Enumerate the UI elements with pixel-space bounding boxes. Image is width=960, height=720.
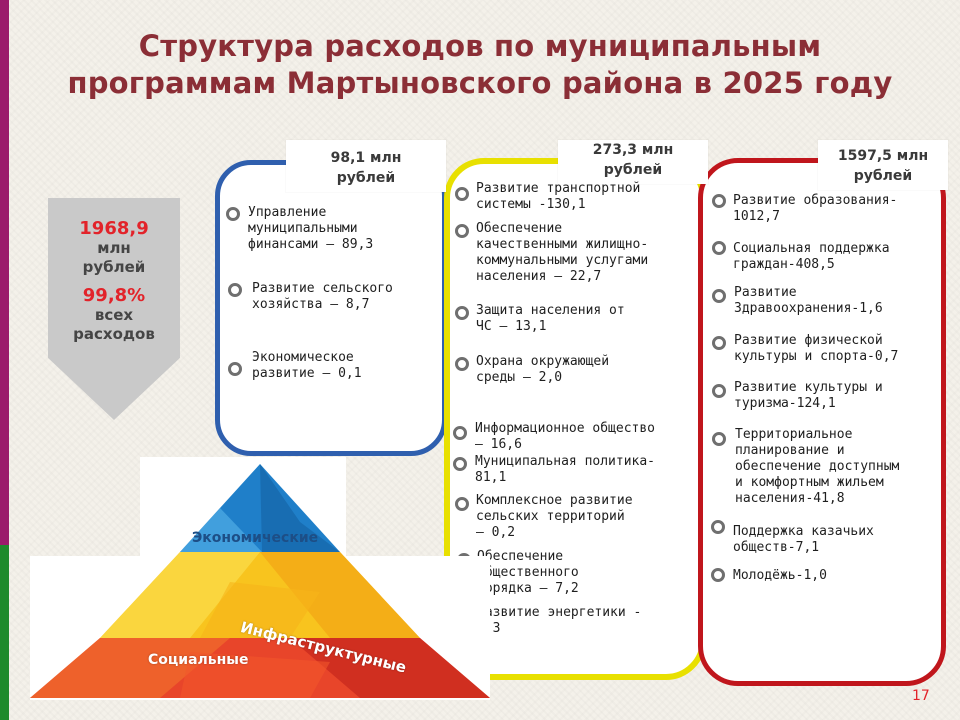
economic-amount-line1: 98,1 млн <box>330 150 402 166</box>
page-number: 17 <box>912 688 930 704</box>
infrastructure-item: Развитие энергетики - 0,3 <box>477 605 642 636</box>
total-percent-line1: всех <box>94 306 134 324</box>
social-item: Развитие физической культуры и спорта-0,… <box>734 333 899 364</box>
bullet-icon <box>453 457 467 471</box>
social-item: Территориальное планирование и обеспечен… <box>735 427 900 506</box>
slide-title-line1: Структура расходов по муниципальным <box>138 29 822 63</box>
total-percent: 99,8% <box>82 285 146 306</box>
bullet-icon <box>712 384 726 398</box>
social-item: Поддержка казачьих обществ-7,1 <box>733 524 874 555</box>
social-amount-box: 1597,5 млн рублей <box>818 140 948 190</box>
infrastructure-item: Комплексное развитие сельских территорий… <box>476 493 633 540</box>
total-summary: 1968,9 млн рублей 99,8% всех расходов <box>48 218 180 344</box>
infrastructure-amount-line2: рублей <box>603 162 663 178</box>
infrastructure-amount-box: 273,3 млн рублей <box>558 140 708 184</box>
pyramid-label-social: Социальные <box>148 652 249 668</box>
bullet-icon <box>712 336 726 350</box>
bullet-icon <box>455 357 469 371</box>
infrastructure-item: Обеспечение общественного порядка – 7,2 <box>477 549 579 596</box>
bullet-icon <box>712 289 726 303</box>
social-item: Развитие Здравоохранения-1,6 <box>734 285 883 316</box>
side-accent-bar-top <box>0 0 9 545</box>
total-percent-line2: расходов <box>73 325 155 343</box>
side-accent-bar-bottom <box>0 545 9 720</box>
social-amount-line1: 1597,5 млн <box>837 148 929 164</box>
economic-amount-line2: рублей <box>336 170 396 186</box>
social-item: Молодёжь-1,0 <box>733 568 827 583</box>
bullet-icon <box>453 426 467 440</box>
economic-item: Экономическое развитие – 0,1 <box>252 350 362 381</box>
infrastructure-item: Муниципальная политика- 81,1 <box>475 454 656 485</box>
bullet-icon <box>712 241 726 255</box>
social-item: Развитие культуры и туризма-124,1 <box>734 380 883 411</box>
economic-amount-box: 98,1 млн рублей <box>286 140 446 192</box>
social-programs-frame <box>698 158 946 686</box>
total-unit-line1: млн <box>97 239 131 257</box>
total-unit-line2: рублей <box>82 258 146 276</box>
bullet-icon <box>455 187 469 201</box>
economic-item: Развитие сельского хозяйства – 8,7 <box>252 281 393 312</box>
slide-title: Структура расходов по муниципальным прог… <box>40 28 920 102</box>
infrastructure-item: Информационное общество – 16,6 <box>475 421 656 452</box>
social-item: Развитие образования- 1012,7 <box>733 193 898 224</box>
bullet-icon <box>455 497 469 511</box>
bullet-icon <box>711 520 725 534</box>
economic-programs-frame <box>215 160 447 456</box>
infrastructure-amount-line1: 273,3 млн <box>592 142 674 158</box>
infrastructure-item: Развитие транспортной системы -130,1 <box>476 181 641 212</box>
slide-title-line2: программам Мартыновского района в 2025 г… <box>67 66 893 100</box>
economic-item: Управление муниципальными финансами – 89… <box>248 205 374 252</box>
bullet-icon <box>455 224 469 238</box>
total-amount: 1968,9 <box>79 218 149 239</box>
bullet-icon <box>228 283 242 297</box>
infrastructure-item: Обеспечение качественными жилищно- комму… <box>476 221 649 284</box>
social-amount-line2: рублей <box>853 168 913 184</box>
bullet-icon <box>455 306 469 320</box>
program-pyramid <box>30 464 490 698</box>
bullet-icon <box>712 432 726 446</box>
bullet-icon <box>226 207 240 221</box>
infrastructure-item: Охрана окружающей среды – 2,0 <box>476 354 610 385</box>
infrastructure-item: Защита населения от ЧС – 13,1 <box>476 303 625 334</box>
bullet-icon <box>711 568 725 582</box>
pyramid-label-economic: Экономические <box>192 530 319 546</box>
bullet-icon <box>228 362 242 376</box>
bullet-icon <box>712 194 726 208</box>
social-item: Социальная поддержка граждан-408,5 <box>733 241 890 272</box>
